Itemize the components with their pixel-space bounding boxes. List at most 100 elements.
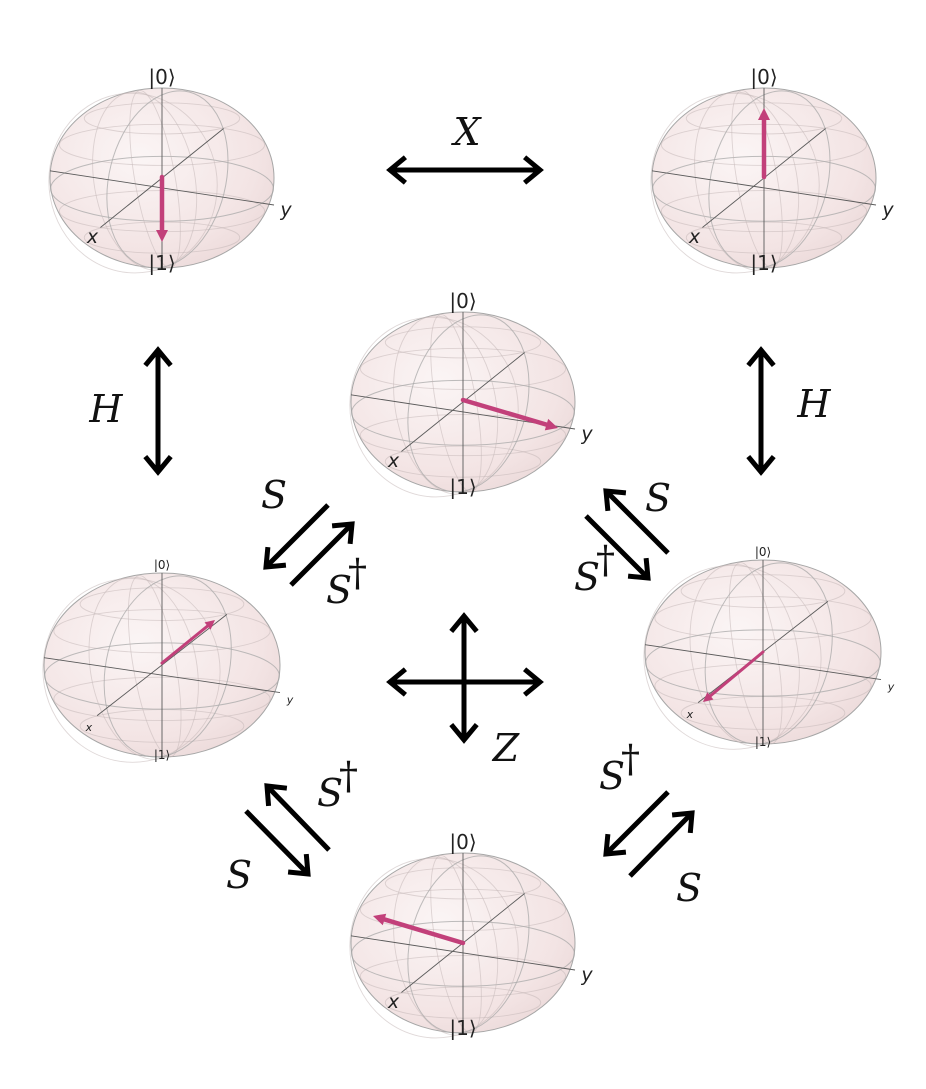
longitude-line <box>393 315 499 495</box>
sdg-arrow-lower-left <box>264 783 331 852</box>
bloch-spheres: |0⟩|1⟩xy|0⟩|1⟩xy|0⟩|1⟩xy|0⟩|1⟩xy|0⟩|1⟩xy… <box>42 65 895 1040</box>
longitude-line <box>643 565 822 750</box>
gate-sdg-base: S <box>599 754 625 798</box>
gate-arrows <box>143 155 776 878</box>
x-axis-label: x <box>86 226 99 248</box>
state-vector <box>382 917 466 946</box>
arrow-head <box>671 810 695 834</box>
y-axis-label: y <box>580 423 593 445</box>
state-vector-head <box>204 620 215 630</box>
y-axis-label: y <box>286 694 294 707</box>
y-axis-label: y <box>881 199 894 221</box>
arrow-head <box>386 155 408 185</box>
arrow-head <box>143 454 173 476</box>
sdg-arrow-upper-left <box>289 521 355 587</box>
longitude-line <box>127 575 182 758</box>
arrow-head <box>522 667 544 697</box>
longitude-line <box>393 856 499 1036</box>
gate-label-x: X <box>450 110 482 154</box>
gate-sdg-base: S <box>317 771 343 815</box>
ket-zero-label: |0⟩ <box>154 558 170 572</box>
gate-label-sdg-lower-left: S † <box>317 754 358 815</box>
ket-zero-label: |0⟩ <box>449 289 476 313</box>
y-axis <box>350 935 576 971</box>
longitude-line <box>430 314 482 493</box>
ket-one-label: |1⟩ <box>755 735 771 749</box>
x-axis-label: x <box>85 721 93 734</box>
bloch-sphere-ket-one: |0⟩|1⟩xy <box>48 65 292 275</box>
x-axis-label: x <box>387 991 400 1013</box>
state-vector <box>708 650 765 698</box>
arrow-head <box>522 155 544 185</box>
h-gate-arrow-right <box>746 346 776 476</box>
arrow-shaft <box>628 811 694 878</box>
longitude-line <box>708 90 831 269</box>
longitude-line <box>704 562 833 745</box>
ket-one-label: |1⟩ <box>148 251 175 275</box>
arrow-shaft <box>265 784 331 852</box>
ket-one-label: |1⟩ <box>449 1016 476 1040</box>
longitude-line <box>430 855 482 1034</box>
bloch-sphere-ket-zero: |0⟩|1⟩xy <box>650 65 894 275</box>
arrow-head <box>264 783 288 807</box>
arrow-head <box>263 546 287 570</box>
arrow-shaft <box>604 489 670 555</box>
gate-sdg-base: S <box>574 555 600 599</box>
s-arrow-upper-left <box>263 503 330 570</box>
state-vector-head <box>544 418 558 431</box>
longitude-line <box>689 563 800 747</box>
gate-label-s-upper-left: S <box>261 473 287 517</box>
longitude-line <box>103 575 232 758</box>
sdg-arrow-upper-right <box>584 514 651 581</box>
bloch-sphere-plus: |0⟩|1⟩xy <box>643 545 895 750</box>
longitude-line <box>106 90 229 269</box>
arrow-head <box>449 722 479 744</box>
state-vector <box>160 624 210 665</box>
longitude-line <box>42 578 221 763</box>
bloch-sphere-minus-y: |0⟩|1⟩xy <box>349 830 593 1040</box>
arrow-head <box>331 521 355 545</box>
x-axis <box>96 614 228 716</box>
x-axis-label: x <box>387 450 400 472</box>
gate-sdg-dagger: † <box>596 538 615 582</box>
ket-zero-label: |0⟩ <box>750 65 777 89</box>
state-vector-head <box>373 913 387 926</box>
arrow-shaft <box>244 809 310 876</box>
longitude-line <box>92 91 198 271</box>
arrow-head <box>603 488 627 512</box>
longitude-line <box>349 316 519 498</box>
arrow-head <box>143 346 173 368</box>
arrow-shaft <box>604 790 670 856</box>
state-vector-head <box>758 108 770 120</box>
gate-label-h-right: H <box>796 382 831 426</box>
gate-sdg-dagger: † <box>621 737 640 781</box>
arrow-head <box>746 346 776 368</box>
longitude-line <box>88 576 199 760</box>
arrow-head <box>287 853 311 877</box>
arrow-shaft <box>264 503 330 569</box>
ket-one-label: |1⟩ <box>154 748 170 762</box>
gate-label-z: Z <box>492 726 520 770</box>
gate-label-h-left: H <box>88 387 123 431</box>
y-axis-label: y <box>580 964 593 986</box>
x-axis-label: x <box>686 708 694 721</box>
longitude-line <box>731 90 783 269</box>
gate-label-s-upper-right: S <box>645 476 671 520</box>
gate-sdg-dagger: † <box>348 551 367 595</box>
sdg-arrow-lower-right <box>603 790 670 857</box>
arrow-head <box>627 557 651 581</box>
ket-zero-label: |0⟩ <box>755 545 771 559</box>
state-vector-head <box>703 692 714 702</box>
gate-label-s-lower-right: S <box>676 866 702 910</box>
gate-label-sdg-upper-right: S † <box>574 538 615 599</box>
y-axis <box>644 644 882 681</box>
s-arrow-lower-left <box>244 809 311 877</box>
arrow-head <box>603 833 627 857</box>
arrow-head <box>386 667 408 697</box>
gate-label-sdg-lower-right: S † <box>599 737 640 798</box>
longitude-line <box>728 562 783 745</box>
longitude-line <box>650 92 820 274</box>
arrow-head <box>449 612 479 634</box>
gate-sdg-base: S <box>326 568 352 612</box>
